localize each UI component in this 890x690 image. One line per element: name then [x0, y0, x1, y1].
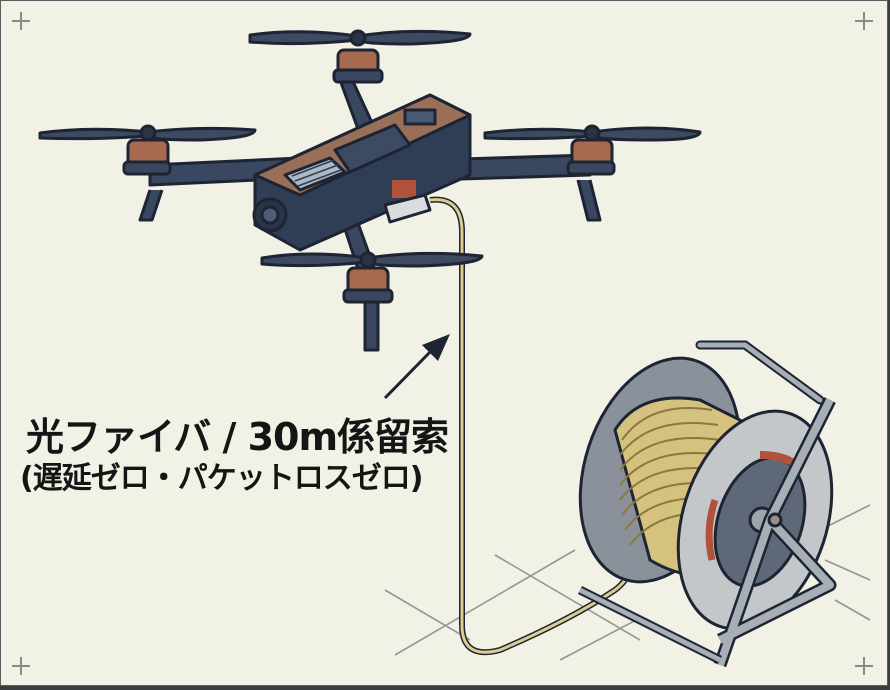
motor-rear	[332, 48, 384, 84]
corner-mark-top-right	[855, 12, 873, 30]
quadcopter-drone	[38, 29, 702, 352]
corner-mark-top-left	[12, 12, 30, 30]
corner-mark-bottom-left	[12, 657, 30, 675]
motor-front-right	[566, 138, 616, 176]
caption-subtitle: (遅延ゼロ・パケットロスゼロ)	[20, 461, 423, 496]
motor-front-left	[122, 138, 172, 176]
motor-bottom	[342, 266, 394, 304]
propellers	[38, 29, 702, 269]
caption-title: 光ファイバ / 30m係留索	[26, 415, 449, 459]
cable-reel	[577, 340, 837, 668]
tether-caption: 光ファイバ / 30m係留索 (遅延ゼロ・パケットロスゼロ)	[20, 415, 449, 499]
corner-mark-bottom-right	[855, 657, 873, 675]
pointer-arrow	[383, 334, 450, 400]
